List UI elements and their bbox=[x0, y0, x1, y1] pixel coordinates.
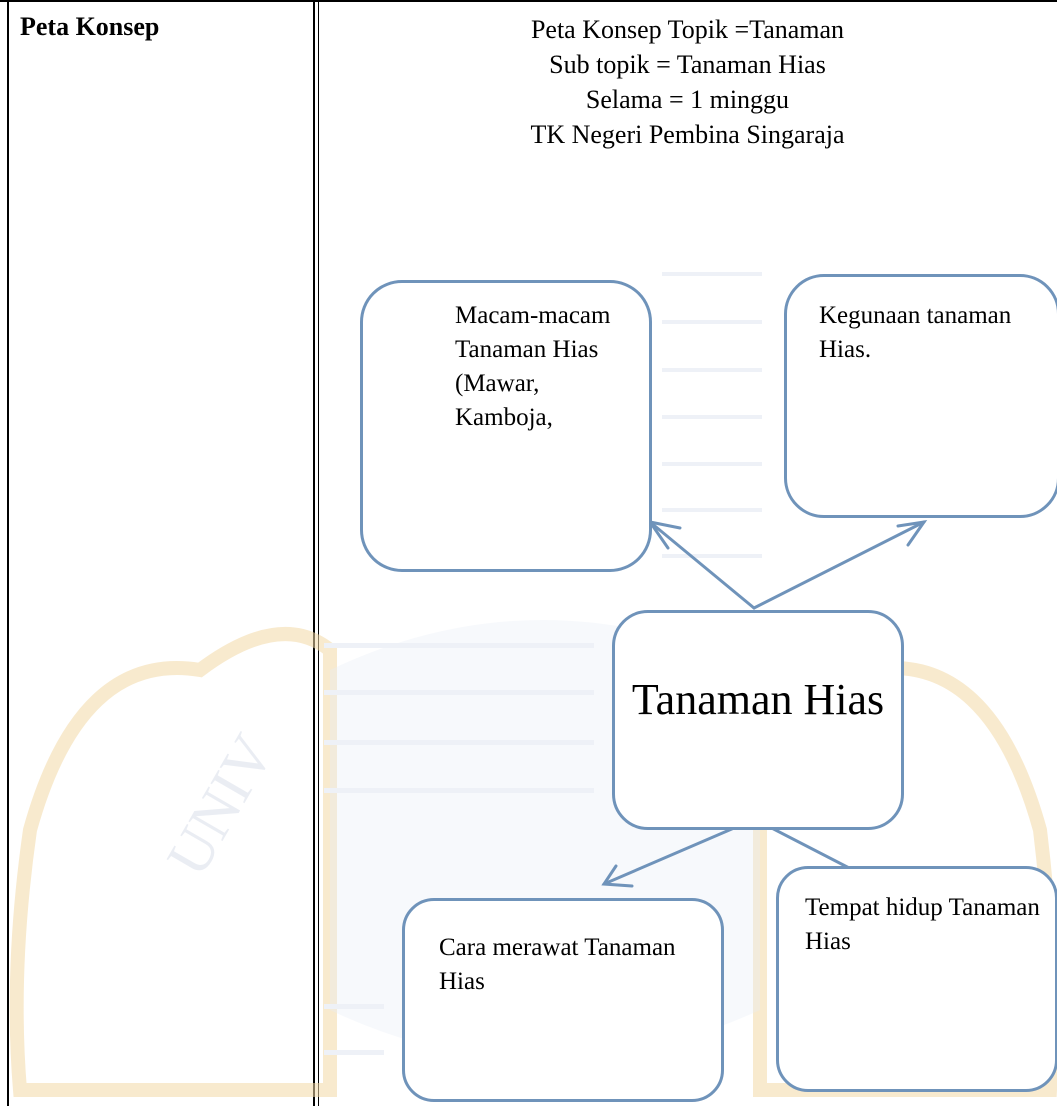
ruled-bar bbox=[662, 368, 762, 372]
node-tempat-hidup: Tempat hidup Tanaman Hias bbox=[776, 866, 1057, 1092]
node-macam-text: Macam-macam Tanaman Hias (Mawar, Kamboja… bbox=[455, 302, 611, 431]
ruled-bar bbox=[662, 508, 762, 512]
table-left-border bbox=[7, 0, 9, 1106]
ruled-bar bbox=[662, 320, 762, 324]
arrowhead-kegunaan bbox=[896, 519, 928, 547]
node-center-tanaman-hias: Tanaman Hias bbox=[612, 610, 904, 830]
ruled-bar bbox=[324, 1004, 384, 1009]
header-duration: Selama = 1 minggu bbox=[585, 85, 790, 114]
map-header: Peta Konsep Topik =Tanaman Sub topik = T… bbox=[318, 12, 1057, 152]
ruled-bar bbox=[324, 740, 594, 745]
header-topic: Peta Konsep Topik =Tanaman bbox=[530, 15, 845, 44]
header-subtopic: Sub topik = Tanaman Hias bbox=[549, 50, 826, 79]
arrow-to-kegunaan bbox=[752, 520, 926, 610]
node-cara-text: Cara merawat Tanaman Hias bbox=[439, 934, 676, 995]
ruled-bar bbox=[324, 690, 594, 695]
ruled-bar bbox=[662, 554, 762, 558]
node-macam-macam-tanaman: Macam-macam Tanaman Hias (Mawar, Kamboja… bbox=[360, 280, 652, 572]
header-school: TK Negeri Pembina Singaraja bbox=[530, 120, 845, 149]
table-column-divider bbox=[313, 0, 315, 1106]
node-tempat-text: Tempat hidup Tanaman Hias bbox=[805, 894, 1040, 955]
table-column-divider-inner bbox=[318, 0, 319, 1106]
table-top-border bbox=[0, 0, 1057, 2]
ruled-bar bbox=[324, 1050, 384, 1055]
node-cara-merawat: Cara merawat Tanaman Hias bbox=[402, 898, 724, 1102]
arrowhead-cara bbox=[601, 864, 634, 888]
ruled-bar bbox=[662, 415, 762, 419]
arrow-to-cara bbox=[602, 820, 750, 886]
ruled-bar bbox=[324, 788, 594, 793]
row-label: Peta Konsep bbox=[20, 12, 160, 41]
ruled-bar bbox=[662, 272, 762, 276]
arrow-to-macam bbox=[648, 520, 756, 610]
node-kegunaan-tanaman: Kegunaan tanaman Hias. bbox=[784, 274, 1057, 518]
ruled-bar bbox=[662, 462, 762, 466]
ruled-bar bbox=[324, 643, 594, 648]
node-kegunaan-text: Kegunaan tanaman Hias. bbox=[819, 302, 1012, 363]
node-center-text: Tanaman Hias bbox=[631, 675, 885, 724]
